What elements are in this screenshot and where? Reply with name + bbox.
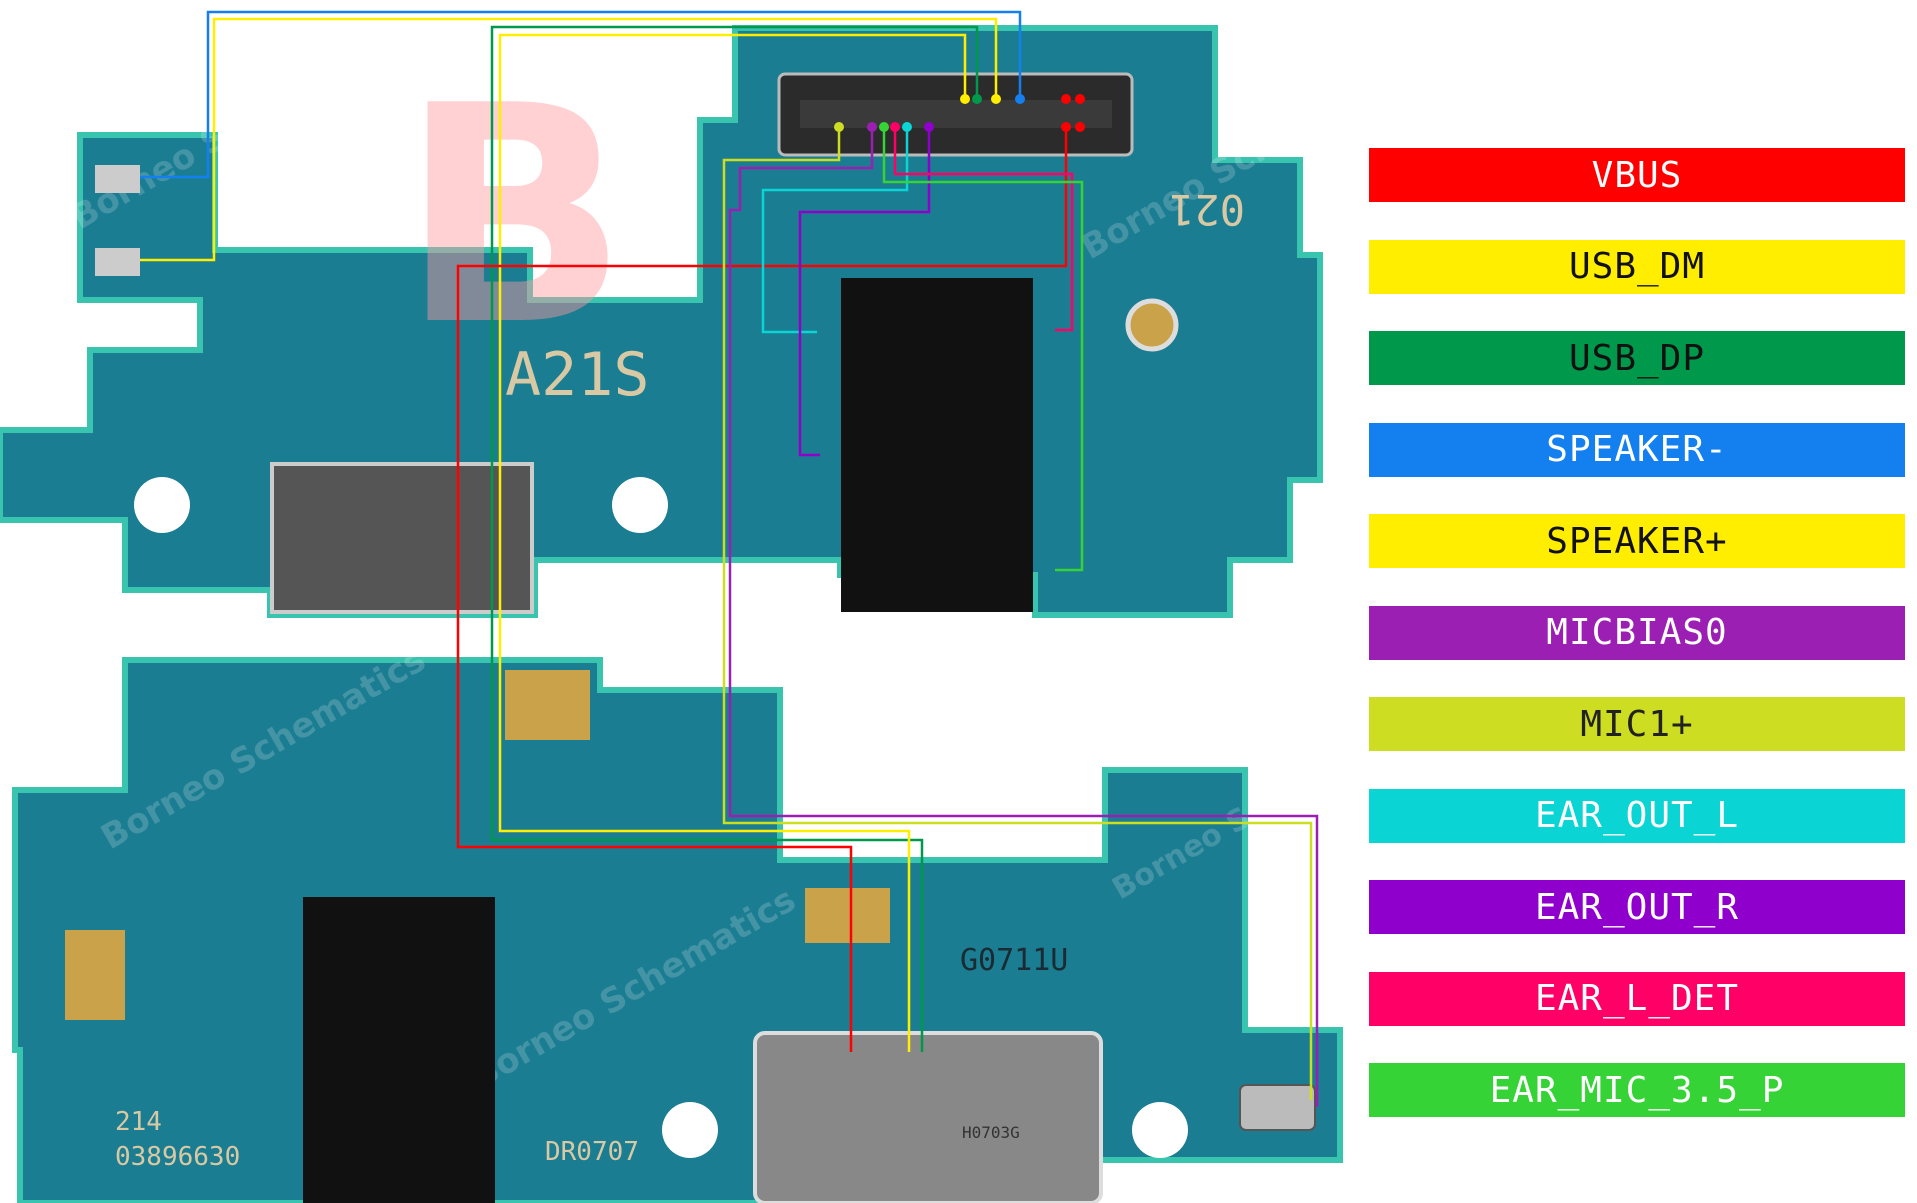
- wire-ear-out-l: [761, 127, 909, 334]
- wire-ear-mic: [882, 127, 1084, 572]
- top-usb-port: [270, 462, 534, 614]
- legend-label: SPEAKER-: [1546, 429, 1728, 470]
- legend-label: EAR_L_DET: [1534, 978, 1740, 1019]
- wire-vbus: [456, 124, 1068, 1052]
- gold-pad: [805, 888, 890, 943]
- mounting-hole: [612, 477, 668, 533]
- mounting-hole: [134, 477, 190, 533]
- wire-mic1-plus: [722, 127, 1313, 1100]
- legend-mic1-plus: MIC1+: [1369, 697, 1905, 751]
- connector-slot: [800, 100, 1112, 128]
- legend-ear-l-det: EAR_L_DET: [1369, 971, 1905, 1026]
- watermark-logo: B: [400, 42, 629, 391]
- legend-speaker-minus: SPEAKER-: [1369, 422, 1905, 477]
- wire-speaker-plus: [140, 17, 998, 262]
- legend-ear-out-l: EAR_OUT_L: [1369, 788, 1905, 843]
- legend-label: MICBIAS0: [1546, 612, 1728, 653]
- legend-label: USB_DP: [1568, 337, 1706, 379]
- wires: [140, 10, 1319, 1107]
- silk-code: G0711U: [960, 943, 1068, 978]
- silk-code: 214: [115, 1107, 162, 1137]
- signal-legend: VBUS USB_DM USB_DP SPEAKER- SPEAKER+ MIC…: [1369, 148, 1905, 1155]
- legend-label: VBUS: [1591, 154, 1683, 196]
- usb-c-code: H0703G: [962, 1123, 1020, 1142]
- legend-label: MIC1+: [1580, 703, 1694, 745]
- silk-code: 03896630: [115, 1142, 240, 1172]
- legend-usb-dm: USB_DM: [1369, 239, 1905, 294]
- speaker-contact: [95, 248, 140, 276]
- bottom-audio-jack: [303, 897, 495, 1203]
- gold-pad: [505, 670, 590, 740]
- antenna-connector: [1125, 298, 1179, 352]
- speaker-contact: [95, 165, 140, 193]
- wire-ear-l-det: [893, 127, 1074, 332]
- legend-label: SPEAKER+: [1546, 520, 1728, 562]
- wire-usb-dp: [490, 25, 979, 1052]
- mounting-hole: [662, 1102, 718, 1158]
- legend-speaker-plus: SPEAKER+: [1369, 514, 1905, 568]
- top-audio-jack: [841, 278, 1033, 612]
- wire-speaker-minus: [140, 10, 1022, 179]
- wire-usb-dm: [498, 33, 967, 1052]
- legend-label: USB_DM: [1568, 246, 1706, 287]
- legend-label: EAR_OUT_L: [1534, 795, 1740, 836]
- legend-label: EAR_OUT_R: [1534, 886, 1740, 928]
- legend-ear-mic: EAR_MIC_3.5_P: [1369, 1063, 1905, 1117]
- microphone: [1239, 1084, 1316, 1131]
- legend-usb-dp: USB_DP: [1369, 331, 1905, 385]
- watermark: Borneo Schematics: [65, 20, 403, 238]
- legend-ear-out-r: EAR_OUT_R: [1369, 880, 1905, 934]
- legend-label: EAR_MIC_3.5_P: [1489, 1069, 1785, 1111]
- legend-micbias0: MICBIAS0: [1369, 605, 1905, 660]
- legend-vbus: VBUS: [1369, 148, 1905, 202]
- usb-c-port: [753, 1031, 1103, 1203]
- gold-pad: [65, 930, 125, 1020]
- wire-micbias0: [728, 127, 1319, 1107]
- mounting-hole: [1132, 1102, 1188, 1158]
- pin-markers: [834, 94, 1085, 132]
- silk-code: DR0707: [545, 1137, 639, 1167]
- model-label: A21S: [505, 340, 650, 410]
- wire-ear-out-r: [798, 127, 931, 457]
- rev-label: 021: [1169, 185, 1245, 234]
